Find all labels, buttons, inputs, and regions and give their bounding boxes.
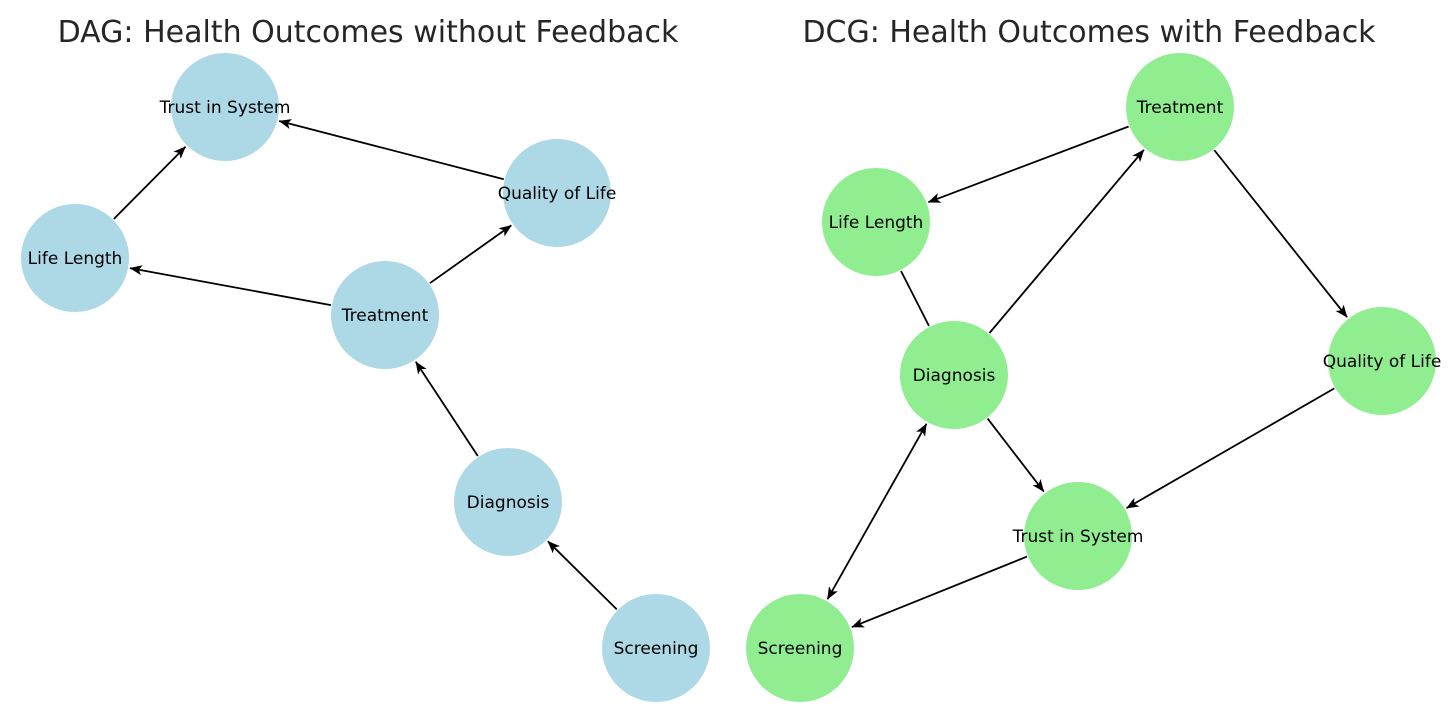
node-dcg-treatment — [1126, 53, 1234, 161]
edge-diagnosis-to-trust_in_system — [986, 418, 1045, 493]
node-label-dag-screening: Screening — [614, 639, 699, 659]
edge-diagnosis-to-treatment — [988, 149, 1145, 334]
node-dcg-trust_in_system — [1024, 482, 1132, 590]
node-label-dag-trust_in_system: Trust in System — [159, 98, 291, 118]
node-dag-life_length — [21, 204, 129, 312]
node-dcg-screening — [746, 594, 854, 702]
edge-screening-to-diagnosis — [547, 540, 618, 611]
node-dcg-quality_of_life — [1328, 307, 1436, 415]
node-dag-treatment — [331, 261, 439, 369]
node-label-dcg-screening: Screening — [758, 639, 843, 659]
edge-treatment-to-quality_of_life — [1213, 149, 1348, 318]
node-label-dcg-trust_in_system: Trust in System — [1012, 527, 1144, 547]
node-label-dcg-life_length: Life Length — [829, 213, 924, 233]
edge-quality_of_life-to-trust_in_system — [278, 119, 505, 181]
node-label-dcg-quality_of_life: Quality of Life — [1323, 352, 1442, 372]
node-label-dcg-treatment: Treatment — [1136, 98, 1224, 118]
panel-title-dcg: DCG: Health Outcomes with Feedback — [802, 15, 1376, 50]
edge-life_length-to-diagnosis — [900, 270, 930, 327]
node-label-dcg-diagnosis: Diagnosis — [913, 366, 996, 386]
edge-treatment-to-life_length — [927, 125, 1129, 204]
edge-diagnosis-to-treatment — [415, 361, 479, 457]
edge-treatment-to-life_length — [129, 265, 332, 306]
node-dcg-life_length — [822, 168, 930, 276]
edge-treatment-to-quality_of_life — [429, 224, 512, 284]
node-label-dag-treatment: Treatment — [341, 306, 429, 326]
node-dag-trust_in_system — [171, 53, 279, 161]
edge-trust_in_system-to-screening — [851, 555, 1028, 628]
node-label-dag-quality_of_life: Quality of Life — [498, 184, 617, 204]
edge-quality_of_life-to-trust_in_system — [1126, 387, 1335, 509]
node-label-dag-diagnosis: Diagnosis — [467, 493, 550, 513]
edge-life_length-to-trust_in_system — [113, 146, 187, 220]
node-dag-screening — [602, 594, 710, 702]
node-dag-diagnosis — [454, 448, 562, 556]
edge-screening-to-diagnosis — [826, 423, 928, 600]
node-dcg-diagnosis — [900, 321, 1008, 429]
node-dag-quality_of_life — [503, 139, 611, 247]
node-label-dag-life_length: Life Length — [28, 249, 123, 269]
panel-title-dag: DAG: Health Outcomes without Feedback — [58, 15, 679, 50]
